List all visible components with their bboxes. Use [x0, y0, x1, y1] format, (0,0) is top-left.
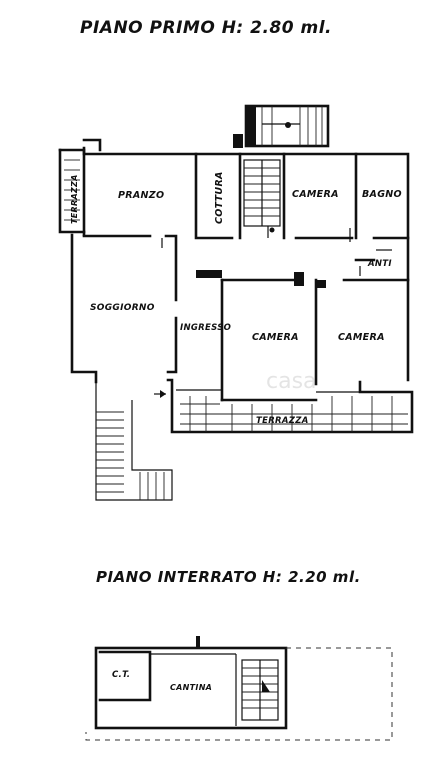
basement-plan: C.T. CANTINA: [85, 636, 393, 741]
left-terrace-hatch: [64, 159, 80, 221]
room-label-cottura: COTTURA: [214, 171, 225, 224]
inner-stair: [243, 159, 281, 227]
room-label-terrazza-bottom: TERRAZZA: [256, 416, 309, 426]
watermark: casa: [266, 369, 317, 394]
room-label-camera-top: CAMERA: [292, 189, 339, 200]
bottom-terrace: [166, 378, 414, 434]
room-label-soggiorno: SOGGIORNO: [90, 303, 155, 313]
room-label-cantina: CANTINA: [170, 683, 212, 692]
room-label-camera-right: CAMERA: [338, 332, 385, 343]
first-floor-title: PIANO PRIMO H: 2.80 ml.: [80, 18, 332, 38]
room-label-anti: ANTI: [367, 259, 392, 269]
left-lower-stair: [95, 382, 173, 501]
top-stair: [244, 104, 330, 148]
basement-title: PIANO INTERRATO H: 2.20 ml.: [96, 568, 361, 586]
room-label-bagno: BAGNO: [362, 189, 402, 200]
basement-stair: [241, 659, 279, 721]
room-label-pranzo: PRANZO: [118, 190, 164, 201]
first-floor-plan: TERRAZZA: [58, 104, 414, 501]
room-label-ct: C.T.: [112, 670, 130, 680]
room-label-terrazza-left: TERRAZZA: [70, 174, 79, 224]
room-label-ingresso: INGRESSO: [180, 323, 231, 333]
room-label-camera-mid: CAMERA: [252, 332, 299, 343]
